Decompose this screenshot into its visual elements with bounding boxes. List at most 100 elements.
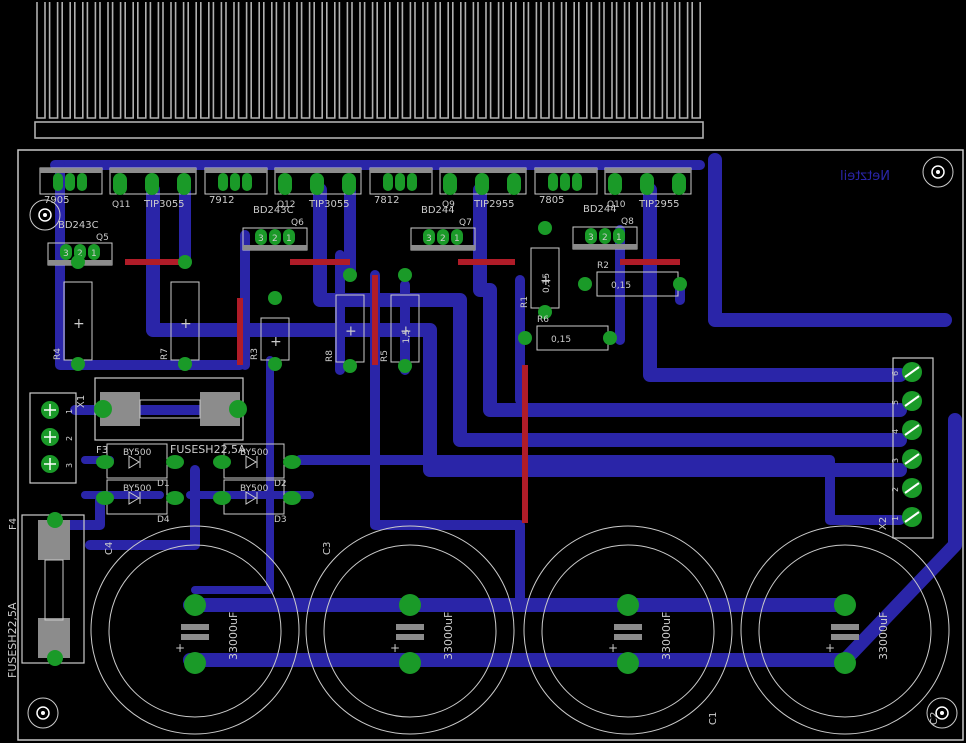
transistor-name: Q6 (291, 218, 304, 228)
heatsink-fin (502, 2, 512, 119)
heatsink-fin (603, 2, 613, 119)
heatsink-fin (678, 2, 689, 119)
heatsink-fin (338, 2, 349, 119)
svg-text:1: 1 (65, 409, 74, 414)
resistor: +R8 (325, 268, 365, 373)
heatsink-fin (527, 2, 538, 119)
svg-text:3: 3 (65, 463, 74, 468)
transistor-name: Q12 (277, 200, 296, 210)
mounting-holes (27, 156, 958, 729)
mounting-hole (27, 697, 59, 729)
mounting-hole (922, 156, 954, 188)
heatsink-fin (86, 2, 97, 119)
resistor: R20,15 (578, 261, 687, 297)
resistor-name: R3 (250, 348, 260, 360)
svg-text:1: 1 (454, 234, 460, 244)
capacitor: +33000uF (90, 525, 300, 735)
heatsink-fin (565, 2, 575, 119)
heatsink-fin (590, 2, 601, 119)
capacitor: +33000uF (740, 525, 950, 735)
svg-text:+: + (608, 641, 618, 655)
svg-text:1: 1 (91, 249, 97, 259)
mounting-hole (29, 199, 61, 231)
heatsink-fin (641, 2, 651, 119)
svg-text:4: 4 (891, 429, 900, 434)
heatsink-fin (540, 2, 550, 119)
svg-text:+: + (825, 641, 835, 655)
svg-text:+: + (345, 324, 357, 340)
fuse-f3: F3 FUSESH22,5A (94, 377, 247, 456)
svg-text:3: 3 (258, 234, 264, 244)
fuse-f4: F4 FUSESH22,5A (6, 512, 85, 678)
power-stage: 7805 Q10 TIP2955 (534, 167, 692, 210)
heatsink-fin (464, 2, 475, 119)
board-title: Netzteil (840, 169, 890, 184)
heatsink-fin (61, 2, 71, 119)
resistor: R60,15 (518, 315, 617, 351)
capacitor-value: 33000uF (660, 612, 673, 660)
connector-x1-name: X1 (76, 395, 87, 408)
svg-text:+: + (180, 316, 192, 332)
diode-value: BY500 (123, 448, 152, 458)
heatsink-fin (452, 2, 462, 119)
heatsink-fin (376, 2, 386, 119)
heatsink-fin (439, 2, 449, 119)
resistor-value: 1,5 (402, 329, 412, 343)
transistor-value: TIP2955 (638, 199, 680, 210)
resistor-name: R6 (537, 315, 549, 325)
svg-text:3: 3 (588, 233, 594, 243)
heatsink-fin (426, 2, 437, 119)
capacitor-name: C1 (708, 712, 719, 725)
resistor-name: R1 (520, 296, 530, 308)
heatsink (34, 2, 704, 139)
capacitor-name: C4 (104, 542, 115, 555)
transistor-value: BD243C (253, 205, 294, 216)
regulator-label: 7805 (539, 195, 564, 206)
resistor: +R7 (160, 255, 200, 371)
heatsink-fin (200, 2, 210, 119)
svg-text:3: 3 (426, 234, 432, 244)
heatsink-fin (174, 2, 185, 119)
heatsink-fin (111, 2, 122, 119)
heatsink-fin (263, 2, 273, 119)
svg-text:+: + (73, 316, 85, 332)
transistor-value: TIP2955 (473, 199, 515, 210)
mounting-hole (926, 697, 958, 729)
fuse-f4-name: F4 (8, 518, 19, 530)
transistor-name: Q7 (459, 218, 472, 228)
svg-text:1: 1 (891, 516, 900, 521)
capacitor-name: C2 (929, 712, 940, 725)
regulator-label: 7905 (44, 195, 69, 206)
transistor-name: Q10 (607, 200, 626, 210)
svg-text:5: 5 (891, 400, 900, 405)
diode-name: D3 (274, 515, 287, 525)
heatsink-fin (653, 2, 664, 119)
heatsink-fin (351, 2, 361, 119)
svg-text:3: 3 (63, 249, 69, 259)
heatsink-fin (162, 2, 172, 119)
heatsink-fin (99, 2, 109, 119)
transistor-value: BD244 (583, 204, 617, 215)
board-outline (17, 149, 964, 741)
diode-value: BY500 (240, 448, 269, 458)
heatsink-fin (313, 2, 323, 119)
capacitor-value: 33000uF (227, 612, 240, 660)
heatsink-fin (477, 2, 487, 119)
capacitor: +33000uF (523, 525, 733, 735)
resistor-value: 0,15 (551, 335, 571, 345)
heatsink-fin (48, 2, 59, 119)
connector-x2-name: X2 (878, 517, 889, 530)
heatsink-fin (74, 2, 84, 119)
resistor-value: 0,15 (611, 281, 631, 291)
diode-name: D2 (274, 479, 287, 489)
capacitor-value: 33000uF (877, 612, 890, 660)
svg-text:1: 1 (616, 233, 622, 243)
transistor-name: Q5 (96, 233, 109, 243)
